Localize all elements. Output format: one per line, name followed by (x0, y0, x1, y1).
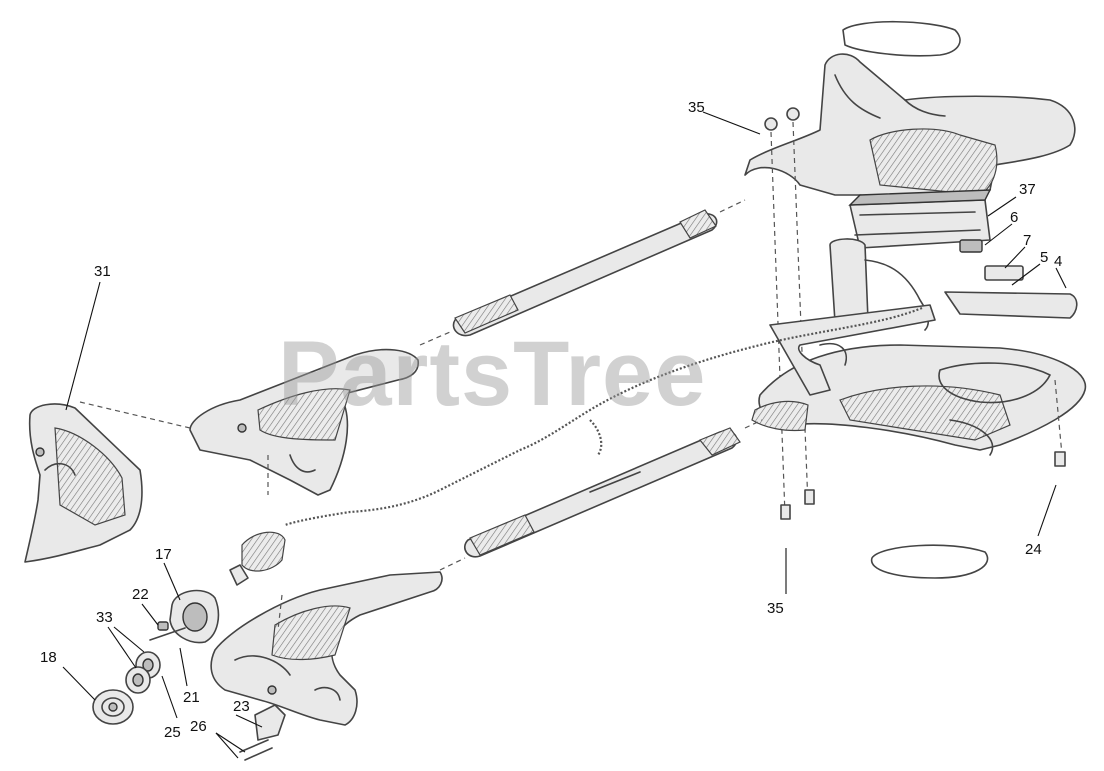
motor-housing (210, 571, 443, 726)
upper-handle-housing (744, 20, 1076, 201)
shadow-ovals (870, 544, 989, 579)
motor-plug (229, 531, 286, 586)
front-cover (189, 348, 420, 496)
callout-6: 6 (1010, 209, 1018, 226)
callout-25: 25 (164, 724, 181, 741)
upper-tube (419, 199, 746, 346)
callout-35-top: 35 (688, 99, 705, 116)
switch-parts (944, 239, 1078, 319)
callout-24: 24 (1025, 541, 1042, 558)
callout-31: 31 (94, 263, 111, 280)
callout-18: 18 (40, 649, 57, 666)
callout-26: 26 (190, 718, 207, 735)
callout-37: 37 (1019, 181, 1036, 198)
deck-base (751, 344, 1087, 467)
callout-5: 5 (1040, 249, 1048, 266)
lower-shaft-bracket (769, 304, 936, 396)
callout-21: 21 (183, 689, 200, 706)
switch-trigger (239, 704, 286, 761)
leader-lines (62, 111, 1067, 759)
watermark-text: PartsTree (278, 323, 706, 425)
callout-33: 33 (96, 609, 113, 626)
blade-disc (92, 689, 134, 725)
callout-23: 23 (233, 698, 250, 715)
shaft-assembly (149, 621, 186, 641)
bearings (125, 651, 161, 694)
callout-22: 22 (132, 586, 149, 603)
callout-17: 17 (155, 546, 172, 563)
lower-tube (439, 419, 763, 571)
power-cord (284, 306, 923, 527)
callout-7: 7 (1023, 232, 1031, 249)
callout-4: 4 (1054, 253, 1062, 270)
battery-box (848, 189, 992, 249)
gear-housing (169, 589, 220, 644)
callout-labels: 35 31 37 6 7 5 4 17 22 33 18 21 25 23 26… (40, 99, 1062, 741)
callout-35-bottom: 35 (767, 600, 784, 617)
nose-guard (24, 401, 191, 563)
center-column (829, 238, 930, 331)
